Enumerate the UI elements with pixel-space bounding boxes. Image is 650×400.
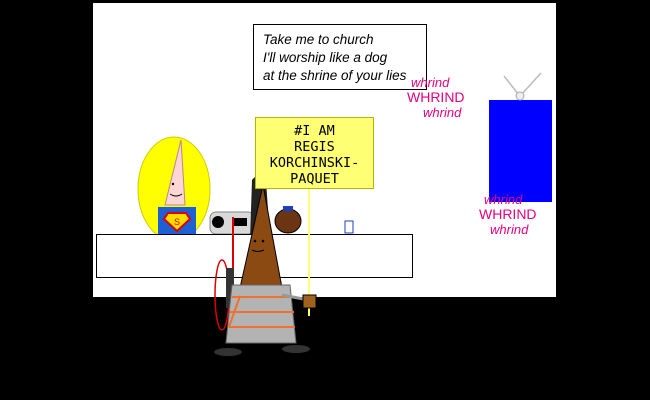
cup-icon (344, 220, 354, 234)
sound-effect-line: WHRIND (479, 206, 537, 222)
svg-text:S: S (174, 217, 180, 227)
tv-screen (489, 100, 552, 202)
speech-line: I'll worship like a dog (263, 50, 388, 65)
sound-effect-line: whrind (423, 105, 462, 120)
sign-line: REGIS (294, 139, 335, 155)
tv-antenna-icon (503, 72, 542, 101)
sign-pole (302, 189, 317, 316)
sound-effect-top: whrind WHRIND whrind (407, 75, 465, 120)
pot-icon (274, 206, 302, 234)
microphone-cord (214, 217, 234, 331)
sound-effect-line: whrind (411, 75, 450, 90)
speech-line: Take me to church (263, 32, 374, 47)
speech-line: at the shrine of your lies (263, 68, 407, 83)
speech-bubble: Take me to church I'll worship like a do… (253, 24, 427, 90)
protest-sign: #I AM REGIS KORCHINSKI- PAQUET (255, 117, 374, 189)
sign-line: #I AM (294, 123, 335, 139)
sign-line: KORCHINSKI- (269, 155, 360, 171)
sound-effect-bottom: whrind WHRIND whrind (479, 192, 537, 237)
sound-effect-line: WHRIND (407, 89, 465, 105)
sign-line: PAQUET (290, 171, 339, 187)
sound-effect-line: whrind (484, 192, 523, 207)
superman-shield-icon: S (162, 212, 192, 233)
sound-effect-line: whrind (490, 222, 529, 237)
